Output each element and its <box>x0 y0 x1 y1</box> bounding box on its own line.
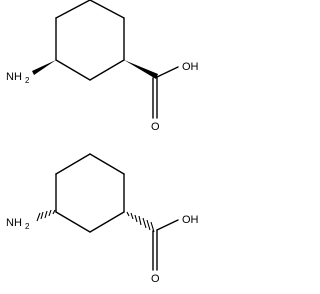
molecule-2-structure: NH 2 O OH <box>6 153 199 285</box>
structures-svg: NH 2 O OH NH <box>6 0 199 285</box>
structure-canvas: NH 2 O OH NH <box>6 0 199 285</box>
molecule-1-structure: NH 2 O OH <box>6 0 199 133</box>
molecule-2-carbonyl-o-label: O <box>151 273 160 285</box>
molecule-1-carboxyl-wedge-bond <box>124 60 158 79</box>
molecule-1-ring <box>55 0 125 81</box>
molecule-1-amine-wedge-bond <box>32 60 56 75</box>
molecule-1-amine-label: NH 2 <box>6 71 30 85</box>
molecule-2-carboxyl-group <box>152 219 179 271</box>
molecule-2-amine-hash-bond <box>36 209 56 222</box>
molecule-1-carbonyl-o-label: O <box>151 121 160 133</box>
molecule-1-carboxyl-group <box>152 66 179 119</box>
molecule-2-hydroxyl-label: OH <box>182 214 199 226</box>
molecule-2-carboxyl-hash-bond <box>126 211 155 233</box>
molecule-2-amine-label: NH 2 <box>6 217 30 231</box>
molecule-2-ring <box>55 153 125 233</box>
molecule-1-hydroxyl-label: OH <box>182 61 199 73</box>
